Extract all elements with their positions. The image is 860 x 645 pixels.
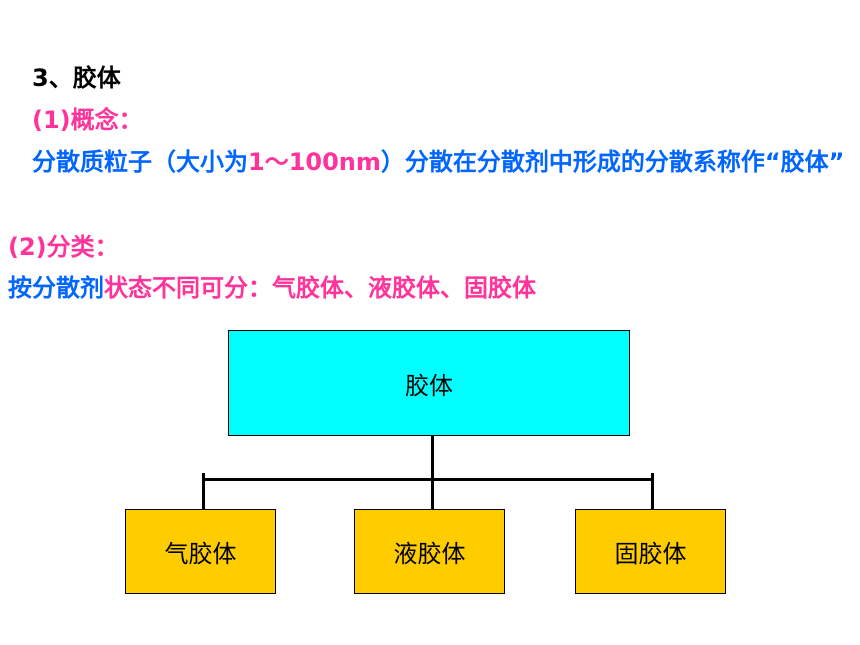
diagram-child-box-gas: 气胶体 (125, 509, 276, 594)
definition-text-part2: ）分散在分散剂中形成的分散系称作“胶体” (380, 148, 845, 176)
diagram-child-box-solid: 固胶体 (575, 509, 726, 594)
diagram-child-label: 液胶体 (393, 540, 466, 568)
connector-bar (202, 478, 654, 481)
diagram-root-label: 胶体 (405, 371, 453, 400)
classification-text: 按分散剂状态不同可分：气胶体、液胶体、固胶体 (8, 273, 536, 303)
connector-trunk (431, 436, 434, 480)
definition-size-range: 1～100nm (248, 148, 381, 176)
connector-middle (431, 478, 434, 509)
diagram-root-box: 胶体 (228, 330, 630, 436)
diagram-child-box-liquid: 液胶体 (354, 509, 505, 594)
connector-left (202, 473, 205, 509)
definition-text: 分散质粒子（大小为1～100nm）分散在分散剂中形成的分散系称作“胶体” (32, 145, 847, 179)
definition-label: (1)概念： (32, 106, 143, 134)
diagram-child-label: 固胶体 (614, 540, 687, 568)
section-heading: 3、胶体 (32, 64, 121, 92)
classification-lead: 按分散剂 (8, 274, 104, 302)
diagram-child-label: 气胶体 (164, 540, 237, 568)
classification-label: (2)分类： (8, 233, 119, 261)
connector-right (651, 473, 654, 509)
definition-text-part1: 分散质粒子（大小为 (32, 148, 248, 176)
classification-body: 状态不同可分：气胶体、液胶体、固胶体 (104, 274, 536, 302)
